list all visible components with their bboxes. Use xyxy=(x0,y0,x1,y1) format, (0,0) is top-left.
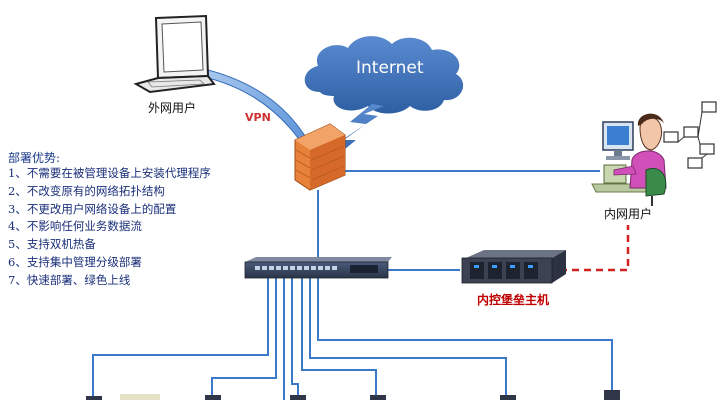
advantage-item: 7、快速部署、绿色上线 xyxy=(8,272,131,287)
bastion-server-icon xyxy=(461,250,566,284)
laptop-icon xyxy=(133,14,216,94)
advantage-item: 6、支持集中管理分级部署 xyxy=(8,254,142,269)
vpn-label: VPN xyxy=(245,111,271,124)
network-links xyxy=(92,170,613,400)
link-switch-server-1 xyxy=(92,278,269,400)
link-switch-server-6 xyxy=(309,278,507,400)
firewall-icon xyxy=(294,123,346,191)
link-switch-server-2 xyxy=(211,278,277,400)
internal-user-workstation-icon xyxy=(591,101,717,206)
link-switch-server-4 xyxy=(291,278,299,400)
advantage-item: 3、不更改用户网络设备上的配置 xyxy=(8,201,177,216)
external-user-label: 外网用户 xyxy=(148,101,197,115)
advantage-item: 4、不影响任何业务数据流 xyxy=(8,219,142,234)
link-bastion-internal-user xyxy=(548,225,630,272)
bottom-servers xyxy=(86,390,620,400)
advantage-item: 5、支持双机热备 xyxy=(8,237,96,252)
advantages-title: 部署优势: xyxy=(8,151,61,165)
internal-user-label: 内网用户 xyxy=(604,207,653,221)
advantage-item: 1、不需要在被管理设备上安装代理程序 xyxy=(8,166,211,180)
advantages-list: 1、不需要在被管理设备上安装代理程序 2、不改变原有的网络拓扑结构 3、不更改用… xyxy=(8,165,211,290)
advantage-item: 2、不改变原有的网络拓扑结构 xyxy=(8,183,165,198)
link-switch-server-7 xyxy=(317,278,613,390)
internet-cloud-icon xyxy=(304,36,464,168)
network-switch-icon xyxy=(244,257,392,279)
link-switch-server-5 xyxy=(301,278,377,400)
bastion-host-label: 内控堡垒主机 xyxy=(477,293,550,307)
internet-label: Internet xyxy=(356,58,424,78)
